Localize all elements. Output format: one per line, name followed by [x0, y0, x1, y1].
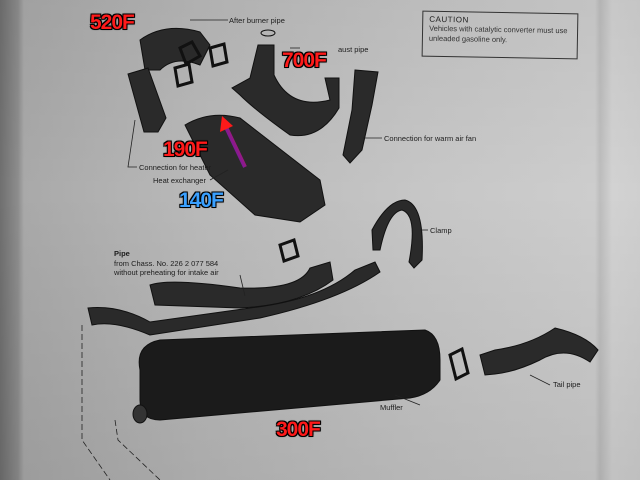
- caution-body: Vehicles with catalytic converter must u…: [428, 23, 568, 45]
- flow-arrow: [223, 124, 247, 168]
- label-pipe-line2: without preheating for intake air: [114, 268, 219, 277]
- temp-muffler: 300F: [276, 418, 321, 441]
- label-muffler: Muffler: [380, 403, 403, 412]
- muffler-part: [138, 329, 441, 421]
- exhaust-pipe-part: [231, 44, 340, 137]
- tail-gasket: [448, 346, 470, 382]
- flange-gasket-3: [173, 62, 194, 88]
- label-clamp: Clamp: [430, 226, 452, 235]
- caution-box: CAUTION Vehicles with catalytic converte…: [421, 10, 579, 60]
- label-after-burner-pipe: After burner pipe: [229, 16, 285, 25]
- gasket-small: [278, 238, 300, 263]
- front-pipe-part: [87, 261, 381, 336]
- warm-air-fan-part: [342, 69, 379, 164]
- label-exhaust-pipe: aust pipe: [338, 45, 369, 54]
- label-tail-pipe: Tail pipe: [553, 380, 581, 389]
- label-warm-air-fan: Connection for warm air fan: [384, 134, 477, 143]
- temp-heater-outlet: 190F: [163, 138, 208, 161]
- temp-exhaust: 700F: [282, 49, 327, 72]
- temp-after-burner: 520F: [90, 11, 135, 34]
- flange-gasket-1: [178, 40, 203, 67]
- heater-connection-part: [127, 67, 167, 133]
- label-pipe-title: Pipe: [114, 249, 130, 258]
- flow-arrowhead: [220, 116, 233, 132]
- tail-pipe-part: [479, 327, 599, 376]
- muffler-outlet: [132, 404, 148, 424]
- leader-lines: [81, 19, 551, 480]
- label-connection-heater: Connection for heater: [139, 163, 212, 172]
- clamp-part: [371, 199, 423, 269]
- temp-heater-inlet: 140F: [179, 189, 224, 212]
- label-heat-exchanger: Heat exchanger: [153, 176, 206, 185]
- flange-gasket-2: [208, 42, 229, 68]
- label-pipe-line1: from Chass. No. 226 2 077 584: [114, 259, 219, 268]
- after-burner-pipe: [139, 27, 211, 71]
- o-ring: [260, 29, 276, 37]
- heat-exchanger-part: [184, 114, 326, 223]
